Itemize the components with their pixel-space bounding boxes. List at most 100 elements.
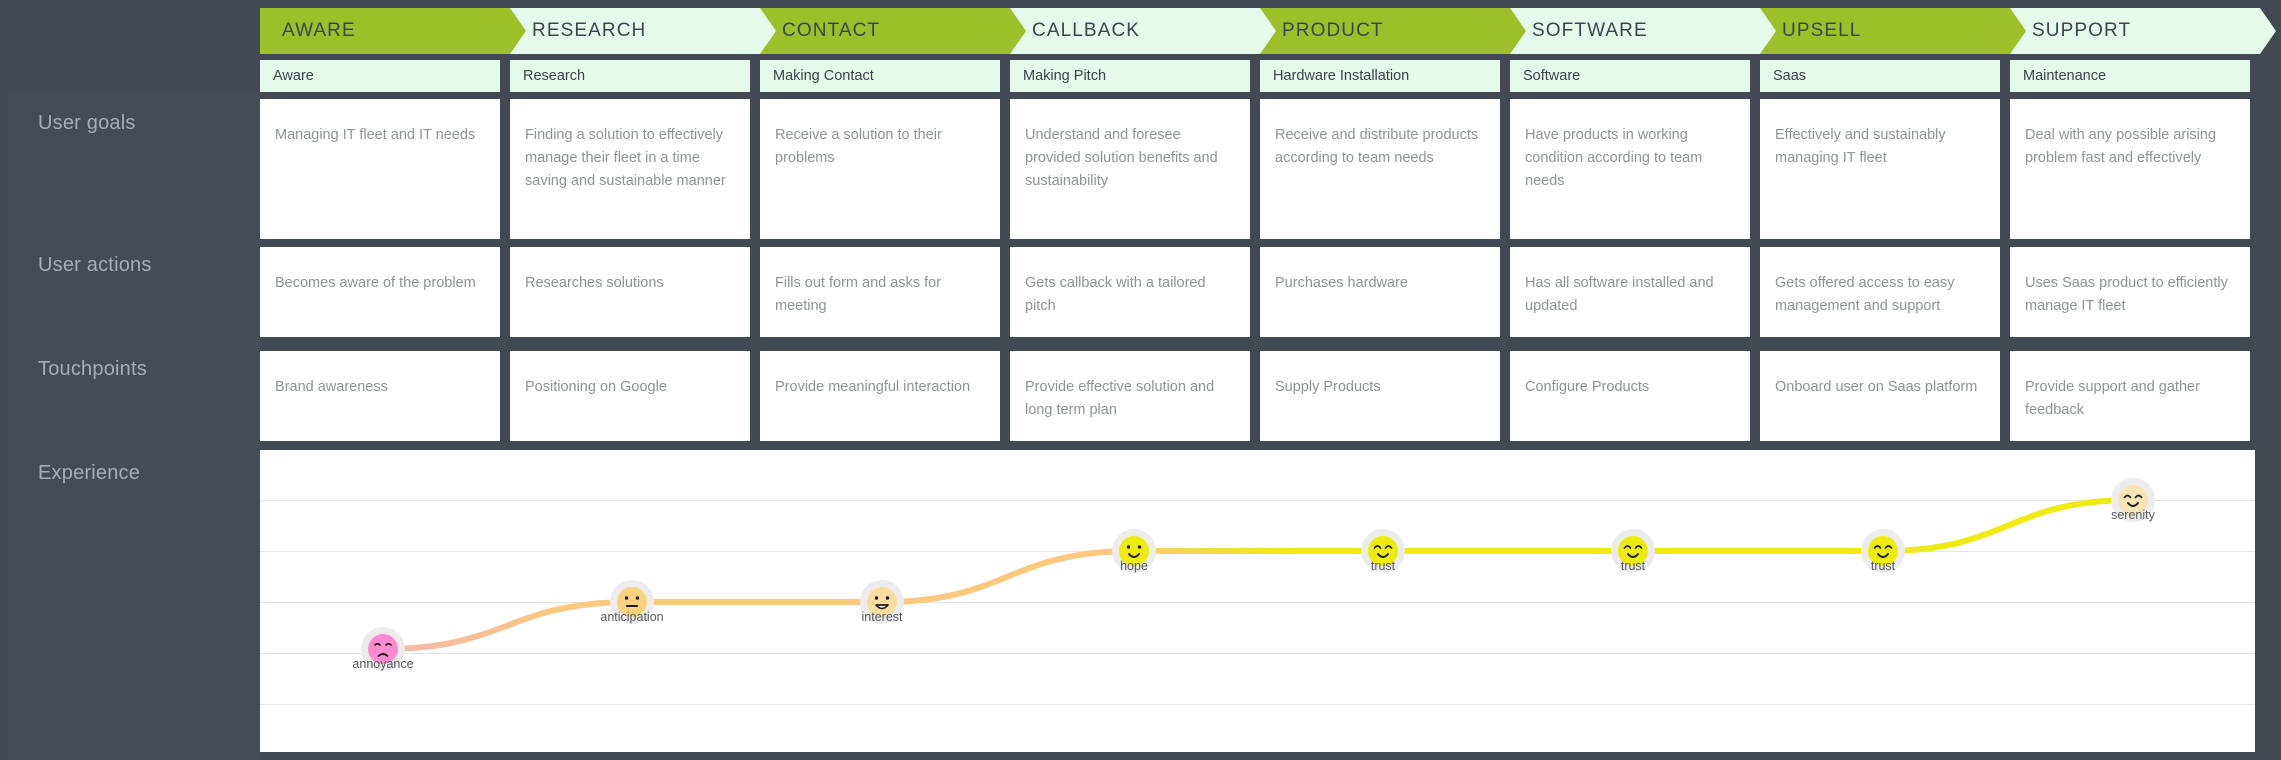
- cell-text: Provide meaningful interaction: [775, 379, 971, 395]
- chart-gridline: [260, 704, 2255, 705]
- user-goal-cell[interactable]: Understand and foresee provided solution…: [1010, 99, 1250, 239]
- user-goal-cell[interactable]: Have products in working condition accor…: [1510, 99, 1750, 239]
- phase-chevron-support[interactable]: SUPPORT: [2010, 8, 2276, 54]
- emotion-marker-annoyance[interactable]: annoyance: [352, 627, 414, 671]
- emoji-face-icon: [867, 587, 897, 617]
- stage-label: Making Contact: [773, 68, 874, 84]
- touchpoint-cell[interactable]: Provide support and gather feedback: [2010, 351, 2250, 441]
- cell-text: Has all software installed and updated: [1525, 275, 1714, 314]
- user-action-cell[interactable]: Gets callback with a tailored pitch: [1010, 247, 1250, 337]
- cell-text: Supply Products: [1275, 379, 1381, 395]
- phase-chevron-contact[interactable]: CONTACT: [760, 8, 1026, 54]
- phase-label: UPSELL: [1782, 20, 1862, 41]
- cell-text: Understand and foresee provided solution…: [1025, 127, 1218, 189]
- emotion-label: trust: [1620, 559, 1646, 573]
- stage-cell[interactable]: Aware: [260, 60, 500, 92]
- emotion-label: serenity: [2111, 508, 2155, 522]
- user-action-cell[interactable]: Gets offered access to easy management a…: [1760, 247, 2000, 337]
- cell-text: Fills out form and asks for meeting: [775, 275, 941, 314]
- phase-chevron-upsell[interactable]: UPSELL: [1760, 8, 2026, 54]
- phase-label: CONTACT: [782, 20, 881, 41]
- user-action-cell[interactable]: Has all software installed and updated: [1510, 247, 1750, 337]
- cell-text: Purchases hardware: [1275, 275, 1408, 291]
- cell-text: Onboard user on Saas platform: [1775, 379, 1978, 395]
- cell-text: Managing IT fleet and IT needs: [275, 127, 476, 143]
- emoji-face-icon: [617, 587, 647, 617]
- stage-label: Hardware Installation: [1273, 68, 1410, 84]
- user-action-cell[interactable]: Uses Saas product to efficiently manage …: [2010, 247, 2250, 337]
- user-action-cell[interactable]: Purchases hardware: [1260, 247, 1500, 337]
- stage-cell[interactable]: Making Pitch: [1010, 60, 1250, 92]
- user-action-cell[interactable]: Researches solutions: [510, 247, 750, 337]
- user-action-cell[interactable]: Fills out form and asks for meeting: [760, 247, 1000, 337]
- emotion-label: interest: [861, 610, 903, 624]
- cell-text: Finding a solution to effectively manage…: [525, 127, 726, 189]
- emoji-face-icon: [1868, 536, 1898, 566]
- emotion-marker-trust[interactable]: trust: [1861, 529, 1905, 573]
- emotion-marker-trust[interactable]: trust: [1361, 529, 1405, 573]
- experience-chart-panel[interactable]: annoyance anticipation interest hope trust tr…: [260, 450, 2255, 752]
- touchpoint-cell[interactable]: Onboard user on Saas platform: [1760, 351, 2000, 441]
- cell-text: Uses Saas product to efficiently manage …: [2025, 275, 2228, 314]
- emotion-label: trust: [1870, 559, 1896, 573]
- user-goal-cell[interactable]: Deal with any possible arising problem f…: [2010, 99, 2250, 239]
- emoji-face-icon: [1618, 536, 1648, 566]
- touchpoint-cell[interactable]: Supply Products: [1260, 351, 1500, 441]
- stage-cell[interactable]: Making Contact: [760, 60, 1000, 92]
- stage-cell[interactable]: Saas: [1760, 60, 2000, 92]
- touchpoint-cell[interactable]: Configure Products: [1510, 351, 1750, 441]
- emoji-face-icon: [368, 634, 398, 664]
- chart-gridline: [260, 500, 2255, 501]
- emotion-marker-interest[interactable]: interest: [860, 580, 904, 624]
- chart-gridline: [260, 602, 2255, 603]
- emotion-label: trust: [1370, 559, 1396, 573]
- phase-label: RESEARCH: [532, 20, 647, 41]
- stage-label: Software: [1523, 68, 1581, 84]
- cell-text: Have products in working condition accor…: [1525, 127, 1703, 189]
- touchpoint-cell[interactable]: Brand awareness: [260, 351, 500, 441]
- stage-cell[interactable]: Maintenance: [2010, 60, 2250, 92]
- stage-cell[interactable]: Hardware Installation: [1260, 60, 1500, 92]
- user-goal-cell[interactable]: Receive a solution to their problems: [760, 99, 1000, 239]
- row-label-experience: Experience: [38, 462, 141, 484]
- phase-chevron-callback[interactable]: CALLBACK: [1010, 8, 1276, 54]
- chart-gridline: [260, 653, 2255, 654]
- touchpoint-cell[interactable]: Provide meaningful interaction: [760, 351, 1000, 441]
- cell-text: Receive and distribute products accordin…: [1275, 127, 1479, 166]
- cell-text: Gets callback with a tailored pitch: [1025, 275, 1206, 314]
- touchpoint-cell[interactable]: Provide effective solution and long term…: [1010, 351, 1250, 441]
- stage-label: Making Pitch: [1023, 68, 1107, 84]
- phase-chevron-product[interactable]: PRODUCT: [1260, 8, 1526, 54]
- phase-chevron-aware[interactable]: AWARE: [260, 8, 526, 54]
- cell-text: Effectively and sustainably managing IT …: [1775, 127, 1946, 166]
- emoji-face-icon: [1368, 536, 1398, 566]
- user-goal-cell[interactable]: Finding a solution to effectively manage…: [510, 99, 750, 239]
- emotion-marker-hope[interactable]: hope: [1112, 529, 1156, 573]
- cell-text: Gets offered access to easy management a…: [1775, 275, 1955, 314]
- row-label-touchpoints: Touchpoints: [38, 358, 147, 380]
- emotion-marker-anticipation[interactable]: anticipation: [600, 580, 664, 624]
- rail-panel: [8, 92, 260, 760]
- cell-text: Provide effective solution and long term…: [1025, 379, 1215, 418]
- stage-label: Saas: [1773, 68, 1807, 84]
- user-goal-cell[interactable]: Receive and distribute products accordin…: [1260, 99, 1500, 239]
- cell-text: Configure Products: [1525, 379, 1650, 395]
- cell-text: Provide support and gather feedback: [2025, 379, 2200, 418]
- emotion-marker-trust[interactable]: trust: [1611, 529, 1655, 573]
- cell-text: Researches solutions: [525, 275, 664, 291]
- phase-label: SOFTWARE: [1532, 20, 1648, 41]
- touchpoint-cell[interactable]: Positioning on Google: [510, 351, 750, 441]
- user-action-cell[interactable]: Becomes aware of the problem: [260, 247, 500, 337]
- emotion-label: hope: [1120, 559, 1148, 573]
- user-goal-cell[interactable]: Managing IT fleet and IT needs: [260, 99, 500, 239]
- stage-cell[interactable]: Research: [510, 60, 750, 92]
- phase-label: SUPPORT: [2032, 20, 2132, 41]
- cell-text: Becomes aware of the problem: [275, 275, 476, 291]
- stage-cell[interactable]: Software: [1510, 60, 1750, 92]
- user-goal-cell[interactable]: Effectively and sustainably managing IT …: [1760, 99, 2000, 239]
- phase-chevron-research[interactable]: RESEARCH: [510, 8, 776, 54]
- emotion-label: anticipation: [600, 610, 664, 624]
- phase-chevron-software[interactable]: SOFTWARE: [1510, 8, 1776, 54]
- emotion-marker-serenity[interactable]: serenity: [2111, 478, 2155, 522]
